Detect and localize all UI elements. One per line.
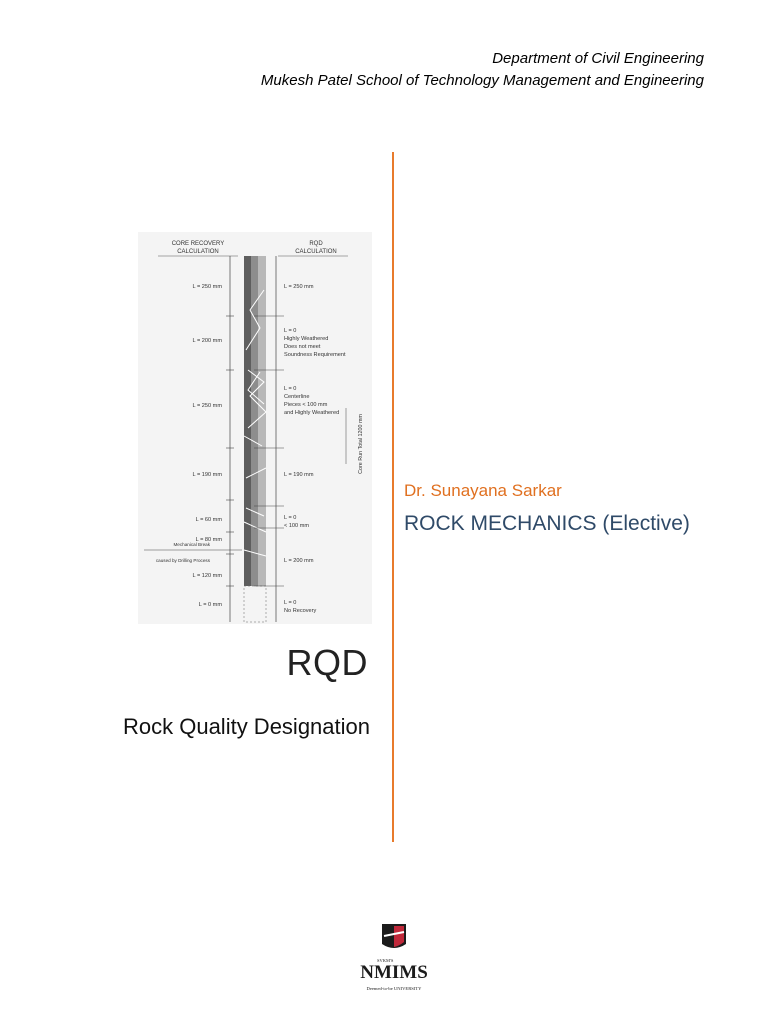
right-label-3b: Centerline [284, 394, 310, 400]
right-label-7b: No Recovery [284, 608, 317, 614]
right-label-2d: Soundness Requirement [284, 352, 346, 358]
nmims-logo: SVKM'S NMIMS Deemed-to-be UNIVERSITY [360, 924, 428, 991]
rqd-figure: CORE RECOVERY CALCULATION RQD CALCULATIO… [138, 232, 372, 624]
logo-top-text: SVKM'S [377, 958, 394, 963]
mech-break-label-1: Mechanical Break [173, 542, 210, 547]
mech-break-label-2: caused by Drilling Process [156, 558, 211, 563]
left-label-1: L = 250 mm [193, 284, 223, 290]
figure-left-heading-2: CALCULATION [177, 249, 219, 255]
no-recovery-zone [243, 585, 267, 623]
logo-bottom-text: Deemed-to-be UNIVERSITY [367, 986, 423, 991]
left-label-3: L = 250 mm [193, 403, 223, 409]
right-label-7a: L = 0 [284, 600, 296, 606]
right-label-6: L = 200 mm [284, 558, 314, 564]
right-label-3d: and Highly Weathered [284, 410, 339, 416]
vertical-divider [392, 152, 394, 842]
right-label-2a: L = 0 [284, 328, 296, 334]
right-label-4: L = 190 mm [284, 472, 314, 478]
right-label-3c: Pieces < 100 mm [284, 402, 328, 408]
left-label-6: L = 80 mm [196, 537, 223, 543]
author-name: Dr. Sunayana Sarkar [404, 481, 562, 500]
school-line: Mukesh Patel School of Technology Manage… [260, 72, 704, 89]
left-label-5: L = 60 mm [196, 517, 223, 523]
right-label-3a: L = 0 [284, 386, 296, 392]
figure-right-heading-2: CALCULATION [295, 249, 337, 255]
document-title: RQD [286, 642, 368, 683]
department-line: Department of Civil Engineering [492, 50, 704, 67]
figure-right-heading-1: RQD [309, 241, 323, 247]
figure-left-heading-1: CORE RECOVERY [172, 241, 225, 247]
left-label-8: L = 0 mm [199, 602, 223, 608]
logo-main-text: NMIMS [360, 962, 428, 983]
left-label-7: L = 120 mm [193, 573, 223, 579]
right-label-2c: Does not meet [284, 344, 321, 350]
document-subtitle: Rock Quality Designation [122, 714, 370, 739]
right-label-1: L = 250 mm [284, 284, 314, 290]
left-label-2: L = 200 mm [193, 338, 223, 344]
left-label-4: L = 190 mm [193, 472, 223, 478]
course-name: ROCK MECHANICS (Elective) [404, 512, 690, 535]
right-label-2b: Highly Weathered [284, 336, 328, 342]
document-header: Department of Civil Engineering Mukesh P… [261, 48, 704, 92]
right-label-5b: < 100 mm [284, 523, 309, 529]
core-fractures [243, 289, 267, 557]
right-label-5a: L = 0 [284, 515, 296, 521]
section-ticks [144, 315, 284, 587]
core-run-total-label: Core Run Total 1200 mm [358, 414, 364, 474]
